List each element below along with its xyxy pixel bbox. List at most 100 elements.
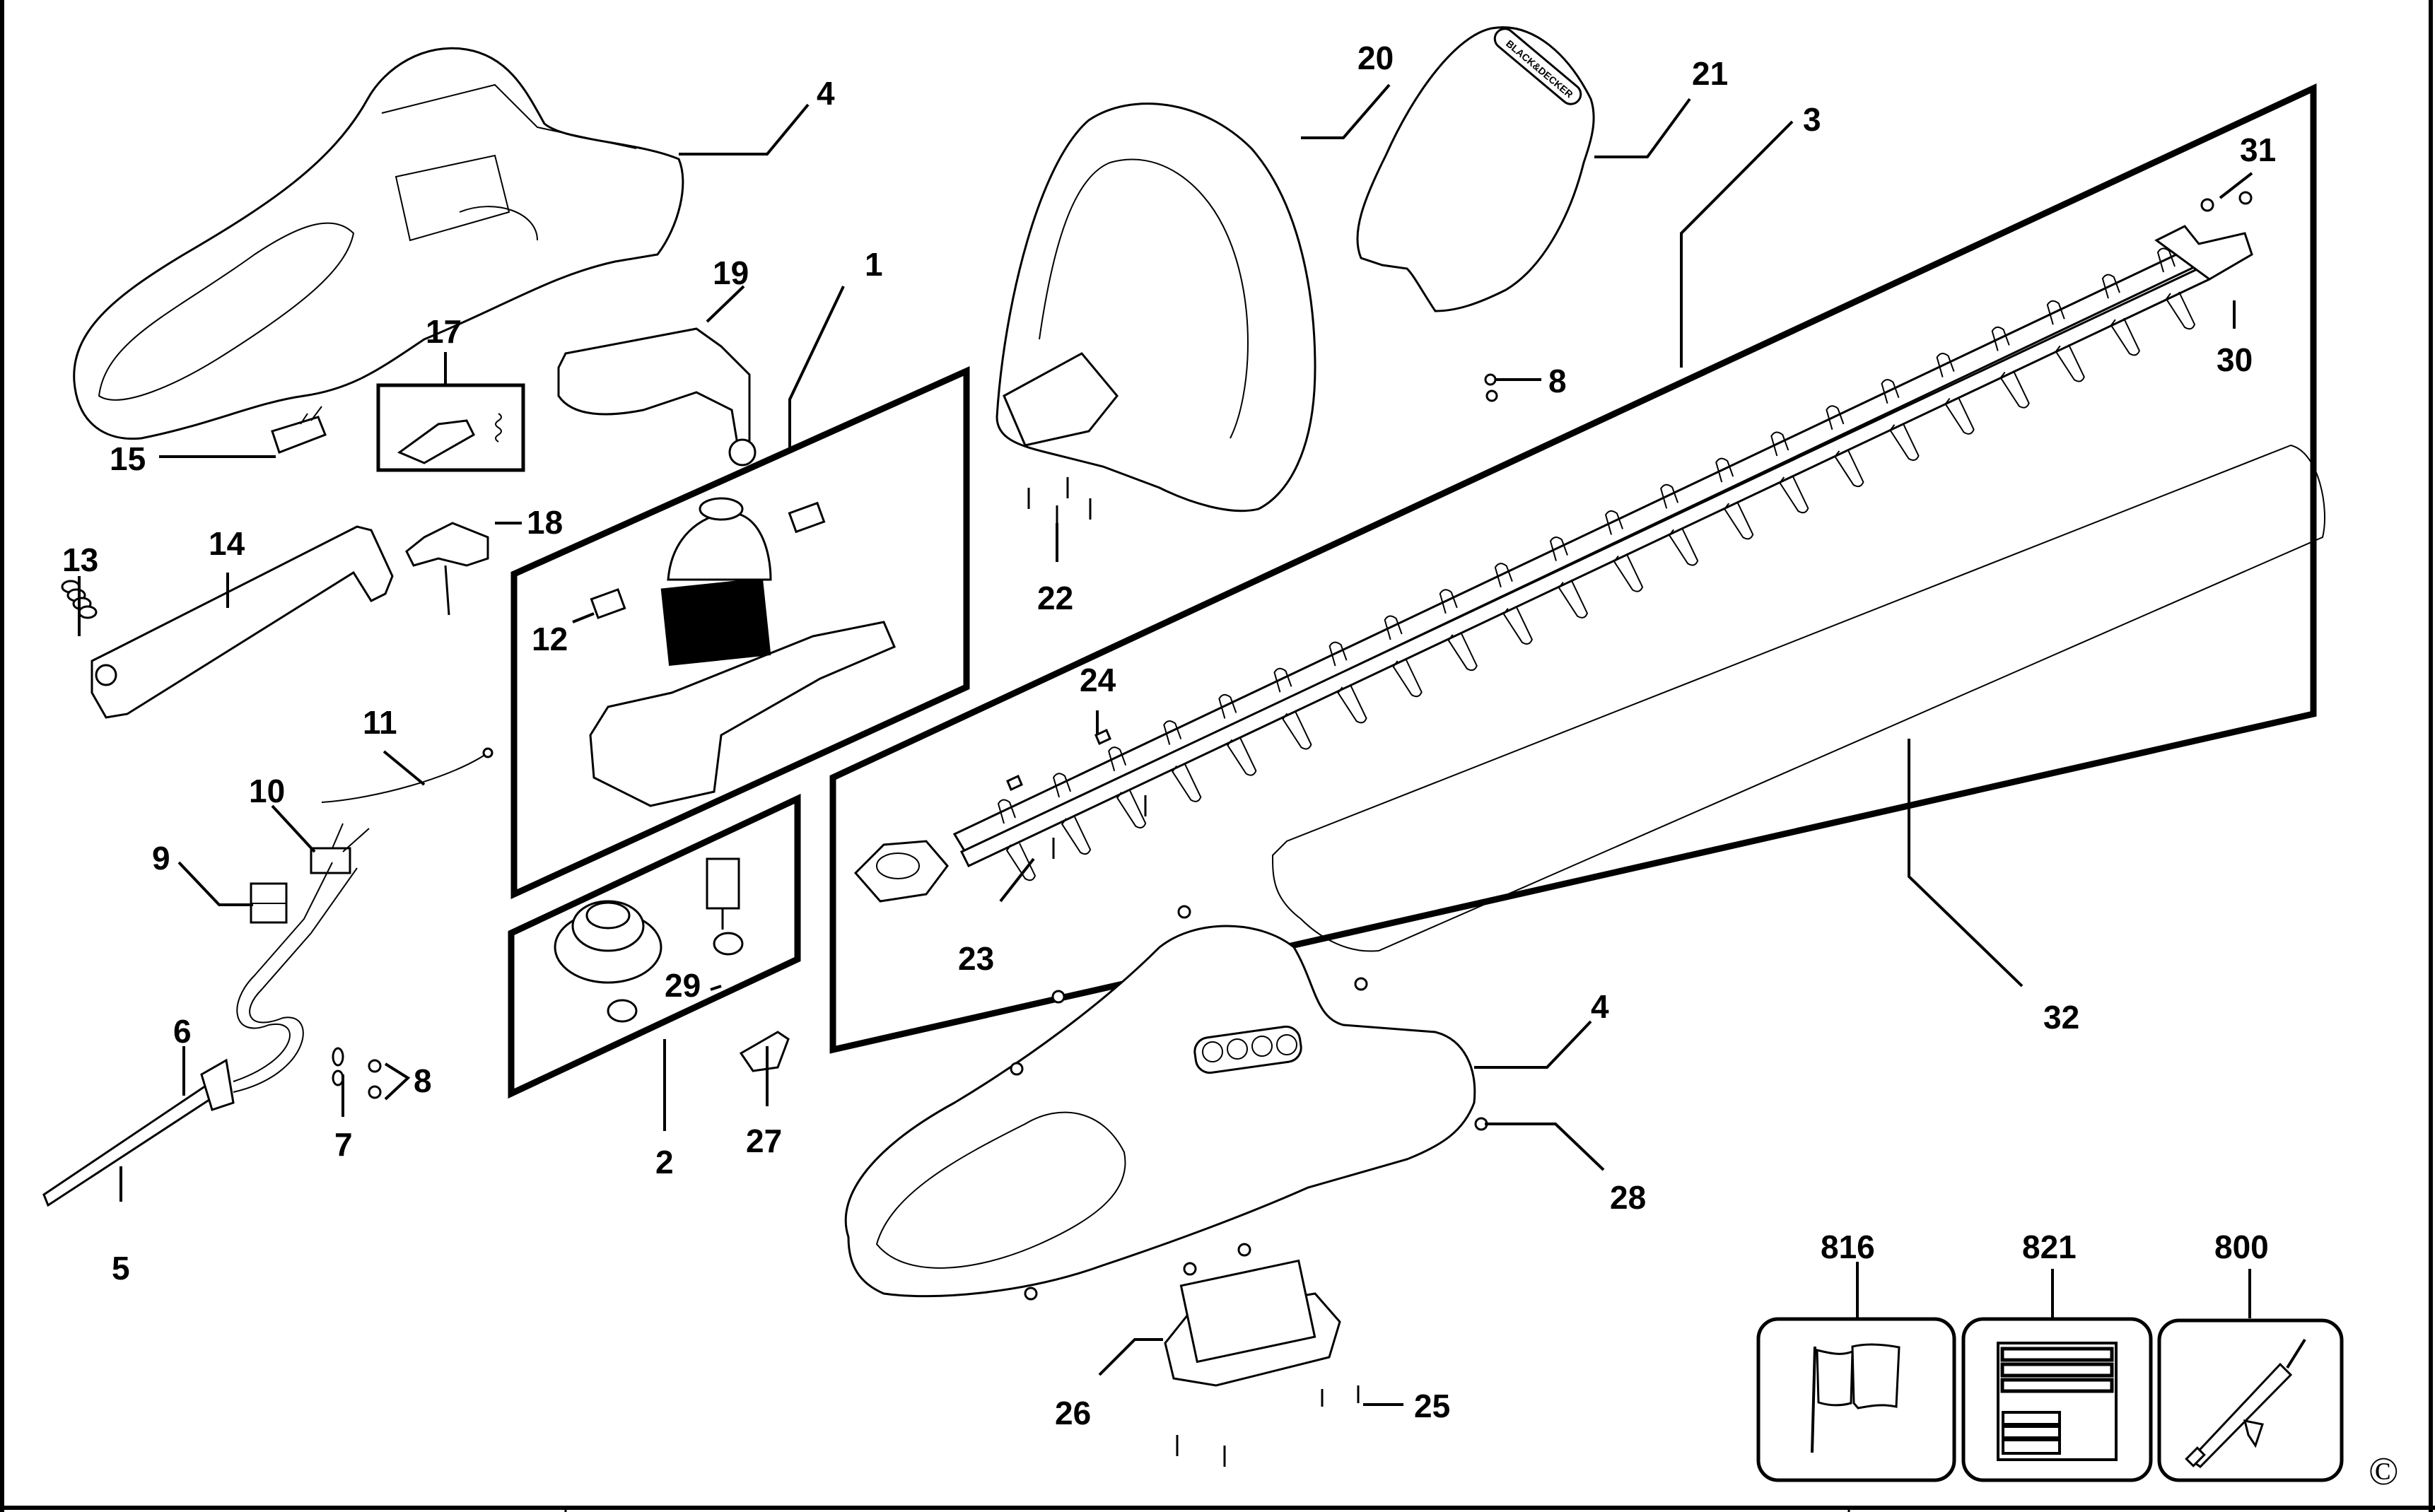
front-handle-drawing [995,102,1316,512]
label-22: 22 [1037,580,1073,616]
spring-drawing [61,580,98,619]
label-30: 30 [2217,341,2253,378]
lead-wire-drawing [321,752,489,803]
blade-tooth-upper [1329,641,1348,667]
terminal-drawing [332,1047,344,1086]
label-group-1: 1 [865,246,883,283]
copyright-symbol: © [2369,1450,2399,1494]
lock-off-kit-drawing [376,383,525,472]
capacitor-drawing [310,823,370,874]
blade-tooth-upper [1273,667,1292,693]
label-17: 17 [426,313,462,350]
cord-clamp-drawing [250,882,288,924]
blade-tooth-lower [2165,291,2196,330]
label-group-2: 2 [655,1144,674,1180]
label-group-3: 3 [1803,101,1821,138]
blade-tooth-upper [997,799,1016,824]
housing-right-drawing [844,925,1476,1298]
part-labels: 4 4 5 6 7 8 8 9 10 11 12 13 14 15 17 18 … [62,40,2276,1431]
label-21: 21 [1692,55,1728,92]
label-7: 7 [334,1126,353,1163]
label-4-bottom: 4 [1591,988,1609,1025]
blade-tooth-lower [1834,449,1864,488]
blade-tooth-lower [1172,764,1202,802]
switch-actuator-drawing [405,522,489,616]
blade-tooth-lower [1392,659,1423,698]
label-8-b: 8 [1548,363,1567,399]
label-19: 19 [713,254,749,291]
blade-tooth-upper [1108,746,1127,771]
document-icon [1997,1342,2118,1461]
label-25: 25 [1414,1388,1450,1424]
blade-group-frame [829,83,2317,1054]
label-12: 12 [532,621,568,657]
blade-tooth-upper [2101,274,2120,299]
blade-tooth-upper [1604,510,1623,535]
label-6: 6 [173,1013,192,1050]
motor-drawing [589,497,896,807]
label-11: 11 [363,704,397,741]
gear-group-frame [508,793,801,1099]
blade-tooth-lower [1005,843,1037,881]
blade-tooth-lower [1999,370,2030,409]
label-8-a: 8 [414,1062,432,1099]
micro-switch-drawing [271,406,327,454]
label-20: 20 [1357,40,1394,76]
blade-tooth-upper [1218,693,1237,719]
label-29: 29 [665,967,701,1004]
label-816: 816 [1821,1229,1875,1265]
blade-tooth-upper [1549,537,1568,561]
blade-tooth-lower [1061,816,1092,855]
motor-group-frame [510,366,970,900]
label-800: 800 [2214,1229,2269,1265]
blade-tooth-upper [1826,405,1845,430]
blade-tooth-upper [1384,615,1403,640]
flag-icon [1811,1343,1900,1453]
blade-fasteners-drawing [1006,191,2253,859]
label-28: 28 [1610,1179,1646,1216]
label-24: 24 [1080,662,1116,698]
blade-tooth-upper [2156,247,2176,273]
blade-tooth-lower [1282,711,1312,750]
label-4-top: 4 [817,75,835,112]
blade-tooth-lower [1668,527,1699,566]
plate-drawing [739,1031,790,1072]
blade-tooth-lower [1116,790,1147,828]
blade-tooth-upper [1991,326,2010,351]
blade-sheath-drawing [1271,444,2325,952]
lead-wire-terminal [482,747,494,758]
hand-guard-drawing: BLACK&DECKER [1356,26,1595,312]
label-27: 27 [746,1123,782,1159]
blade-tooth-upper [1053,773,1072,798]
leader-lines [78,83,2253,1406]
blade-tooth-lower [2055,344,2085,382]
front-handle-insert-drawing [557,327,757,467]
blade-tooth-lower [2110,317,2140,356]
blade-tooth-upper [1494,563,1513,587]
label-18: 18 [527,504,563,541]
blade-tooth-lower [1227,737,1257,776]
label-26: 26 [1055,1395,1091,1431]
blade-drawing [853,225,2253,903]
blade-teeth [997,247,2196,881]
housing-screws-drawing [1010,905,1488,1301]
blade-tooth-lower [1558,580,1589,619]
blade-tooth-lower [1502,606,1533,645]
blade-tooth-lower [1447,633,1478,672]
blade-tooth-upper [2046,300,2065,325]
blade-tooth-upper [1715,457,1734,483]
label-31: 31 [2240,131,2276,168]
label-23: 23 [958,940,994,977]
gear-cover-drawing [1164,1259,1341,1387]
blade-tooth-upper [1936,353,1955,377]
blade-tooth-lower [1944,397,1975,435]
guard-screws-drawing [1484,373,1498,402]
blade-tooth-lower [1613,553,1644,592]
grease-gun-icon [2185,1338,2306,1468]
trigger-lever-drawing [90,525,394,719]
label-10: 10 [249,773,285,809]
blade-tooth-lower [1779,475,1809,514]
label-32: 32 [2043,999,2079,1036]
blade-tooth-upper [1439,589,1458,614]
label-14: 14 [209,525,245,562]
